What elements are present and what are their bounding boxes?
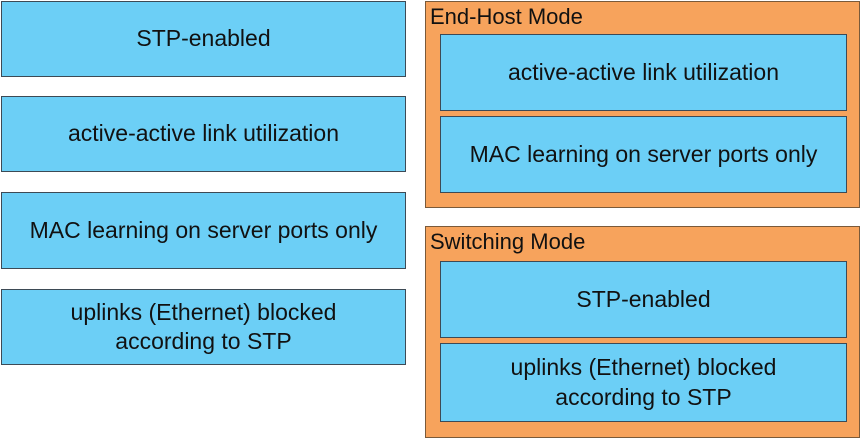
switching-item-uplinks-blocked[interactable]: uplinks (Ethernet) blocked according to …: [440, 343, 847, 422]
source-item-mac-learning[interactable]: MAC learning on server ports only: [1, 192, 406, 269]
group-item-label-block: uplinks (Ethernet) blocked according to …: [511, 353, 777, 412]
group-item-label-line: according to STP: [555, 383, 732, 410]
group-item-label: MAC learning on server ports only: [469, 140, 818, 167]
source-item-label-line: according to STP: [115, 328, 292, 354]
group-item-label-line: uplinks (Ethernet) blocked: [510, 354, 777, 381]
end-host-mode-group[interactable]: End-Host Mode active-active link utiliza…: [425, 1, 860, 208]
source-item-label: MAC learning on server ports only: [29, 216, 378, 243]
end-host-item-mac-learning[interactable]: MAC learning on server ports only: [440, 116, 847, 193]
source-item-label: active-active link utilization: [67, 120, 339, 147]
end-host-mode-title: End-Host Mode: [430, 4, 583, 29]
switching-item-stp-enabled[interactable]: STP-enabled: [440, 261, 847, 338]
end-host-item-active-active-link-utilization[interactable]: active-active link utilization: [440, 34, 847, 111]
switching-mode-group[interactable]: Switching Mode STP-enabled uplinks (Ethe…: [425, 226, 860, 438]
source-item-uplinks-blocked[interactable]: uplinks (Ethernet) blocked according to …: [1, 289, 406, 365]
switching-mode-title: Switching Mode: [430, 229, 586, 254]
group-item-label: STP-enabled: [576, 285, 711, 312]
source-item-label-block: uplinks (Ethernet) blocked according to …: [71, 298, 337, 357]
source-item-active-active-link-utilization[interactable]: active-active link utilization: [1, 96, 406, 172]
source-item-label: STP-enabled: [136, 25, 271, 52]
group-item-label: active-active link utilization: [507, 58, 779, 85]
source-item-stp-enabled[interactable]: STP-enabled: [1, 1, 406, 77]
source-item-label-line: uplinks (Ethernet) blocked: [70, 298, 337, 325]
